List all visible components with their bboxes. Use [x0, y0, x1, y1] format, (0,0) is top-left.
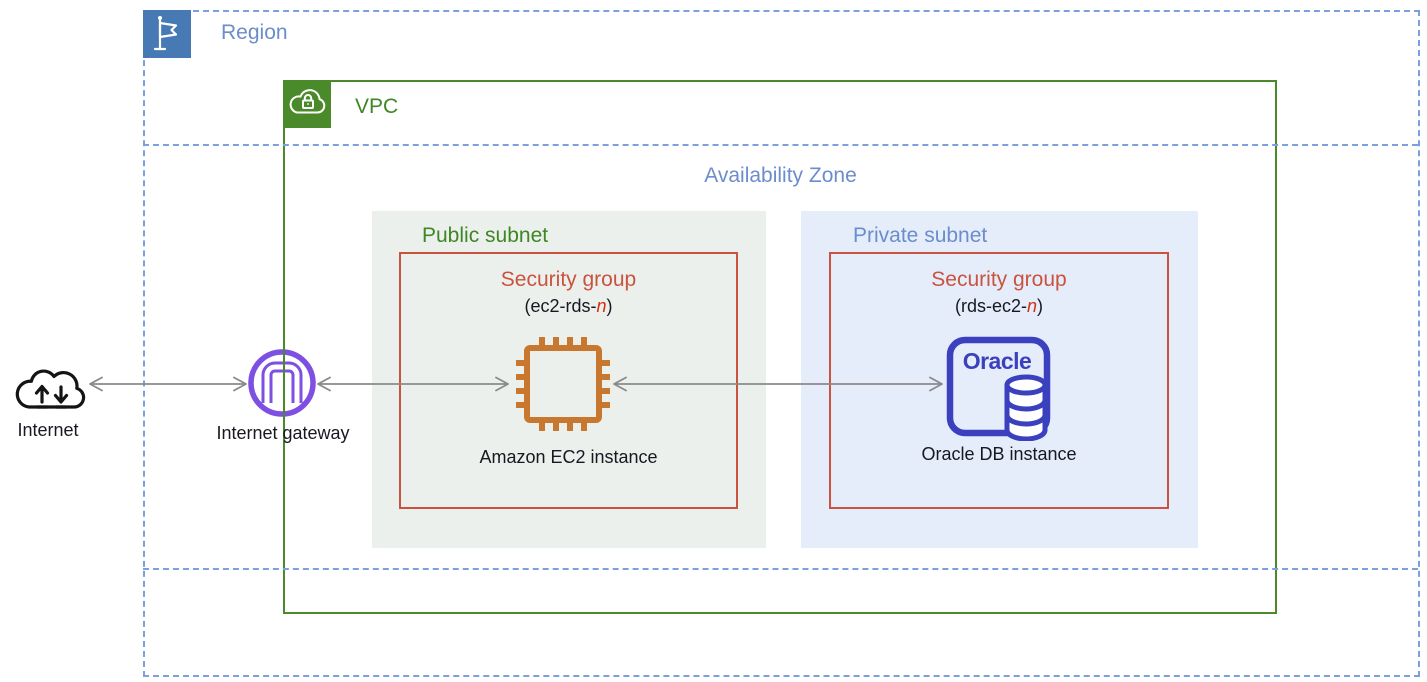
vpc-label: VPC [355, 95, 399, 118]
availability-zone-top-border [143, 144, 1418, 146]
ec2-chip-icon [515, 336, 611, 437]
region-box [143, 10, 1420, 677]
security-group-private-title: Security group [931, 268, 1067, 291]
sg-name-suffix: ) [1037, 296, 1044, 316]
oracle-db-icon: Oracle [942, 333, 1052, 446]
internet-cloud-icon [12, 356, 92, 425]
region-flag-icon [143, 10, 191, 58]
availability-zone-bottom-border [143, 568, 1418, 570]
vpc-border-segment [283, 344, 285, 422]
security-group-private-name: (rds-ec2-n) [829, 296, 1169, 317]
sg-name-prefix: (rds-ec2- [954, 296, 1027, 316]
private-subnet-label: Private subnet [853, 224, 988, 247]
public-subnet-label: Public subnet [422, 224, 549, 247]
internet-gateway-icon [244, 345, 320, 426]
oracle-db-instance-label: Oracle DB instance [921, 444, 1077, 464]
internet-label: Internet [17, 420, 79, 440]
sg-name-prefix: (ec2-rds- [524, 296, 597, 316]
sg-name-variable: n [1027, 296, 1038, 316]
vpc-cloud-lock-icon [283, 80, 331, 128]
availability-zone-label: Availability Zone [704, 164, 857, 187]
oracle-logo-text: Oracle [963, 348, 1032, 374]
security-group-public-title: Security group [500, 268, 637, 291]
region-label: Region [221, 21, 288, 44]
sg-name-variable: n [596, 296, 607, 316]
security-group-public-name: (ec2-rds-n) [399, 296, 738, 317]
internet-gateway-label: Internet gateway [216, 423, 350, 443]
sg-name-suffix: ) [606, 296, 613, 316]
ec2-instance-label: Amazon EC2 instance [479, 447, 658, 467]
